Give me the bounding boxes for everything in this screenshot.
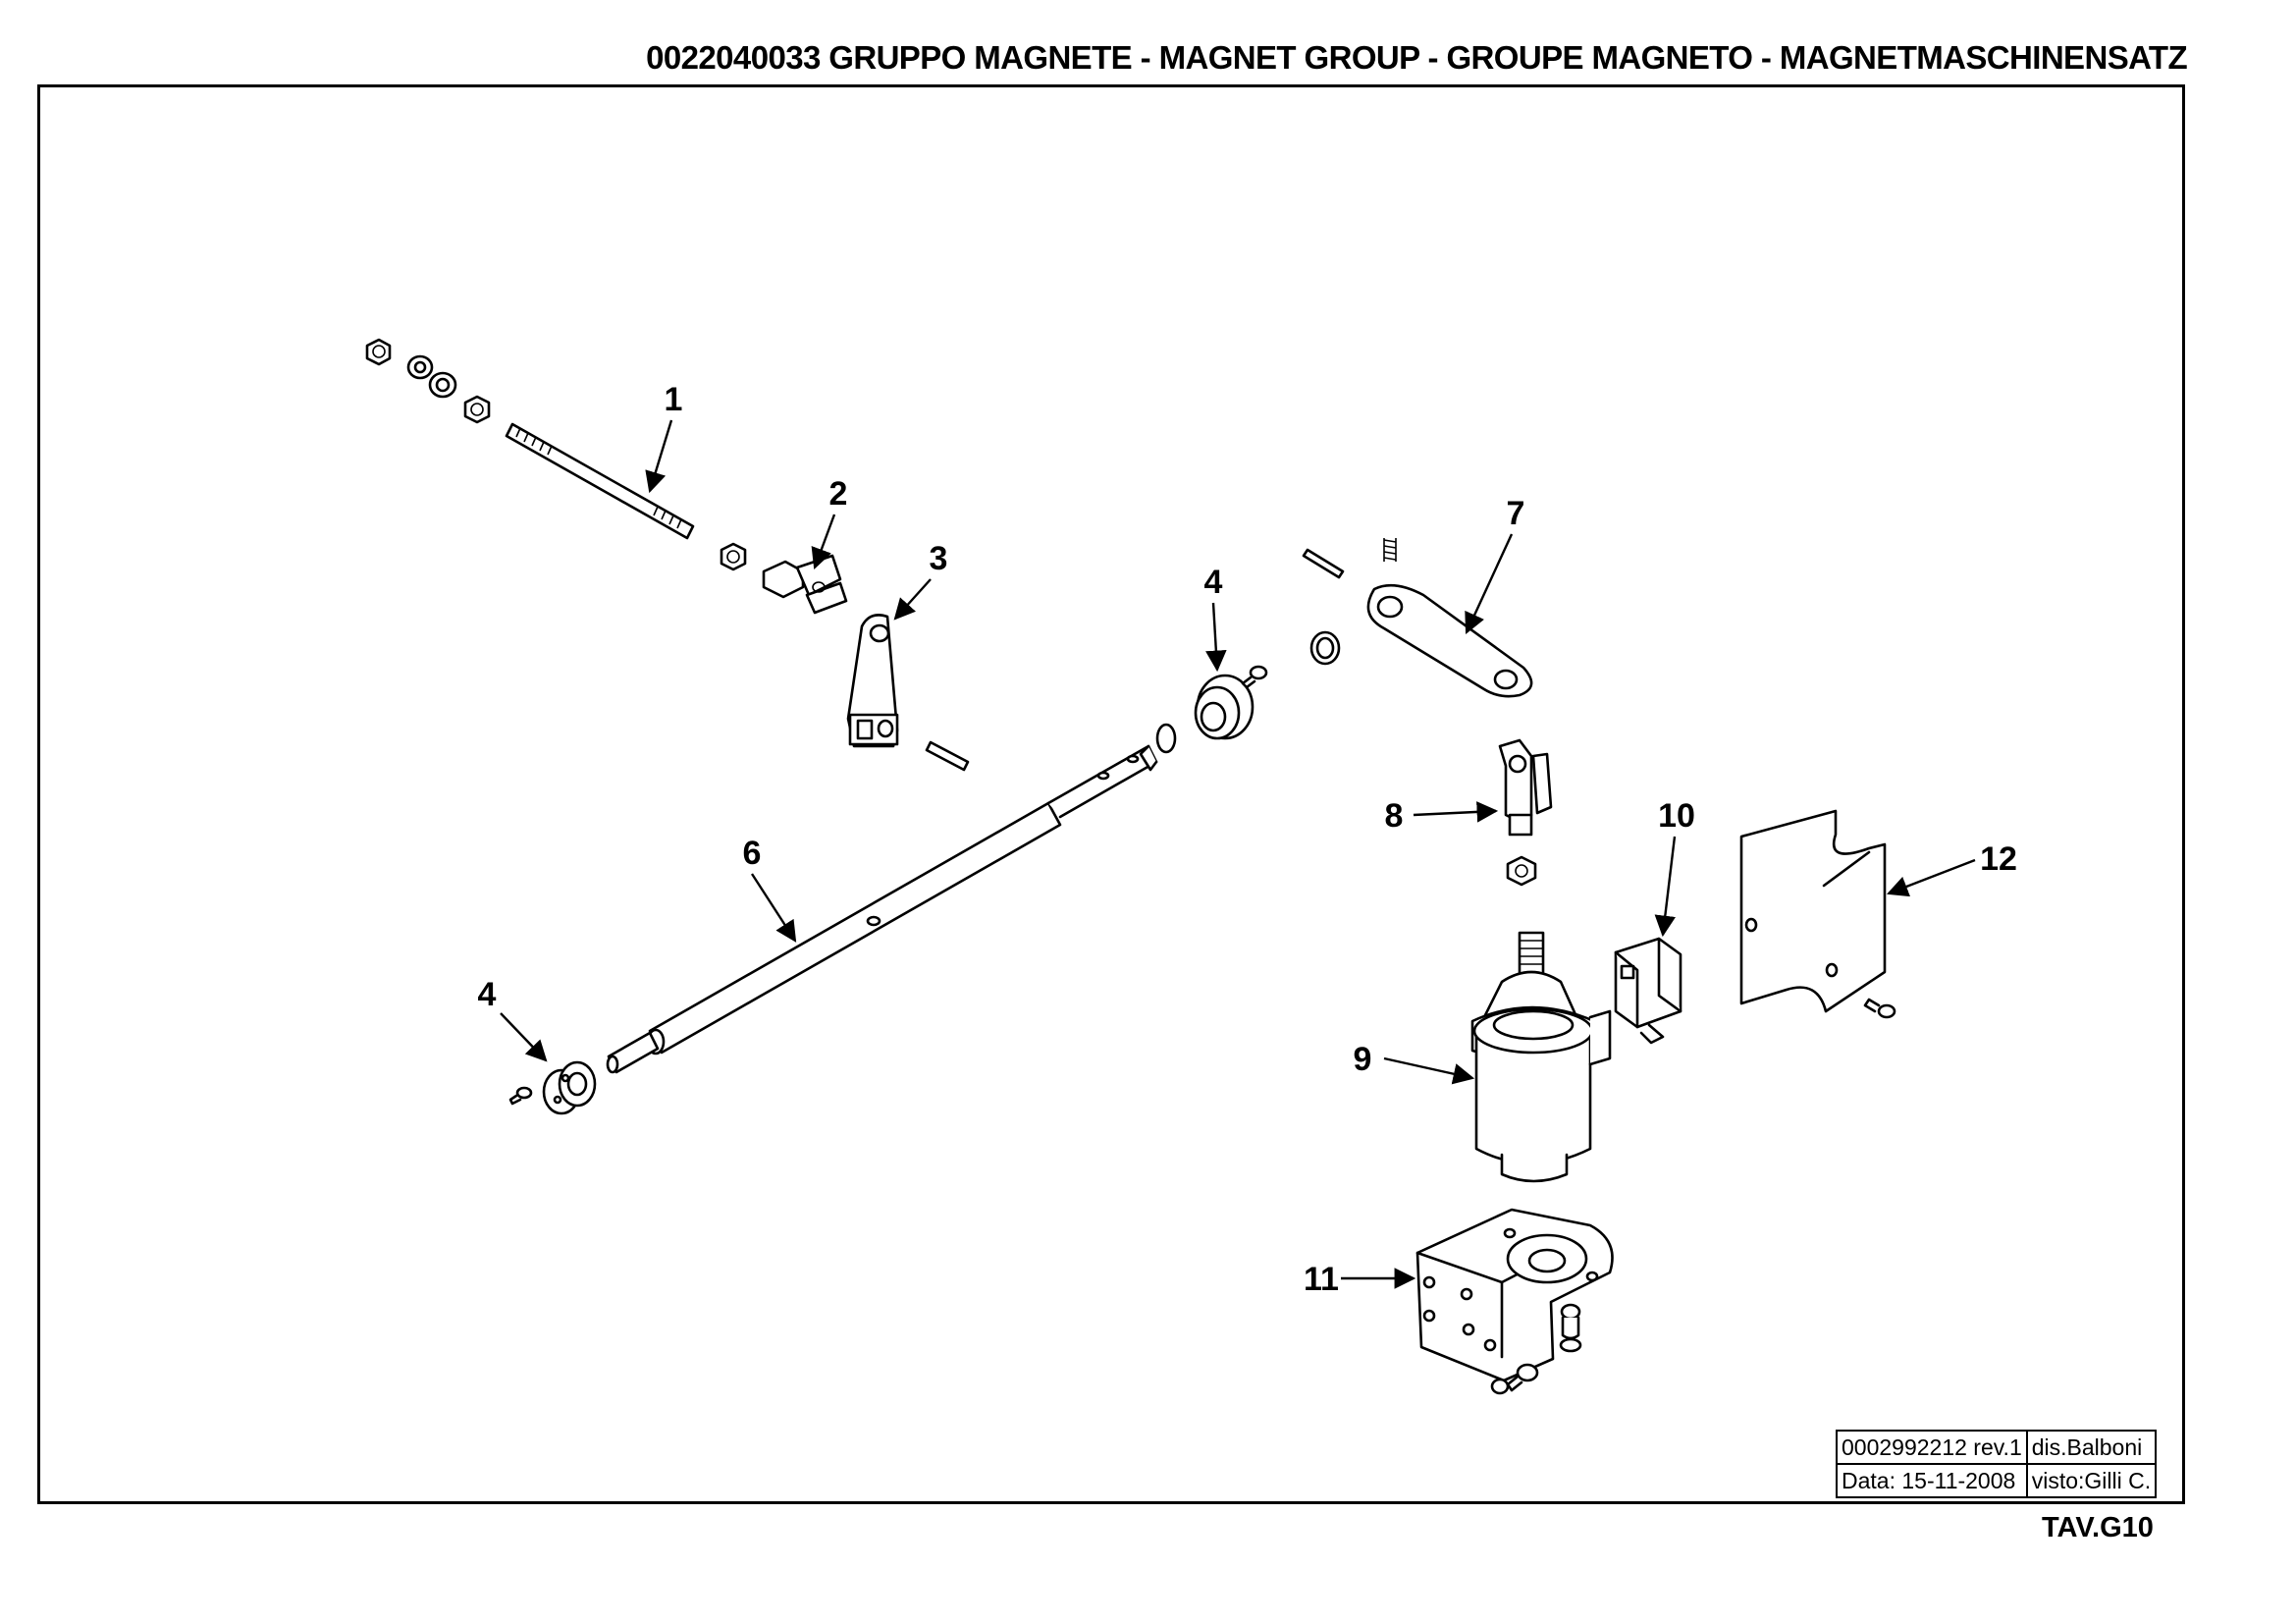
nut-icon	[463, 395, 491, 424]
leader-lines	[500, 419, 1976, 1289]
part-4-flanged-bushing-upper	[1155, 665, 1268, 754]
sheet-title: 0022040033 GRUPPO MAGNETE - MAGNET GROUP…	[646, 39, 2187, 76]
part-2-clevis-fork	[762, 554, 848, 615]
screw-icon	[1863, 998, 1896, 1019]
part-11-mounting-bracket	[1415, 1208, 1614, 1395]
callout-12: 12	[1980, 840, 2017, 878]
washer-icon	[406, 354, 434, 380]
callout-11: 11	[1304, 1261, 1339, 1298]
drawn-by: dis.Balboni	[2025, 1430, 2158, 1465]
callout-4-lower: 4	[478, 976, 497, 1013]
callout-2: 2	[829, 475, 848, 513]
pin-icon	[1302, 548, 1345, 579]
callout-4-upper: 4	[1204, 564, 1223, 601]
part-6-main-shaft	[606, 744, 1158, 1074]
drawing-date: Data: 15-11-2008	[1836, 1463, 2028, 1498]
callout-10: 10	[1658, 797, 1695, 835]
pin-icon	[925, 740, 970, 772]
callout-8: 8	[1385, 797, 1404, 835]
part-1-threaded-rod	[365, 338, 747, 571]
part-8-clevis	[1498, 738, 1553, 887]
callout-9: 9	[1354, 1041, 1372, 1078]
checked-by: visto:Gilli C.	[2025, 1463, 2158, 1498]
rod-icon	[505, 422, 695, 540]
callout-3: 3	[930, 540, 948, 577]
drawing-frame	[37, 84, 2185, 1504]
nut-icon	[1506, 855, 1537, 887]
sheet-number: TAV.G10	[2042, 1512, 2154, 1543]
circlip-icon	[1155, 723, 1177, 754]
part-12-cover-plate	[1739, 809, 1896, 1019]
part-3-lever-arm	[846, 614, 970, 772]
screw-icon	[1490, 1363, 1539, 1395]
spring-icon	[1383, 538, 1397, 562]
part-9-solenoid	[1470, 931, 1612, 1183]
callout-7: 7	[1507, 495, 1525, 532]
screw-icon	[508, 1086, 533, 1106]
callout-1: 1	[665, 381, 683, 418]
washer-icon	[428, 371, 457, 399]
screw-icon	[1559, 1303, 1582, 1353]
screw-icon	[1241, 665, 1268, 689]
nut-icon	[720, 542, 747, 571]
part-7-crank-arm	[1302, 538, 1533, 698]
part-4-flanged-bushing-lower	[508, 1060, 597, 1115]
nut-icon	[365, 338, 392, 366]
title-block: 0002992212 rev.1 dis.Balboni Data: 15-11…	[1836, 1430, 2158, 1498]
part-10-connector	[1614, 937, 1682, 1045]
drawing-number: 0002992212 rev.1	[1836, 1430, 2028, 1465]
callout-labels: 1 2 3 4 4 6 7 8 9 10 11 12	[478, 381, 2017, 1298]
callout-6: 6	[743, 835, 762, 872]
